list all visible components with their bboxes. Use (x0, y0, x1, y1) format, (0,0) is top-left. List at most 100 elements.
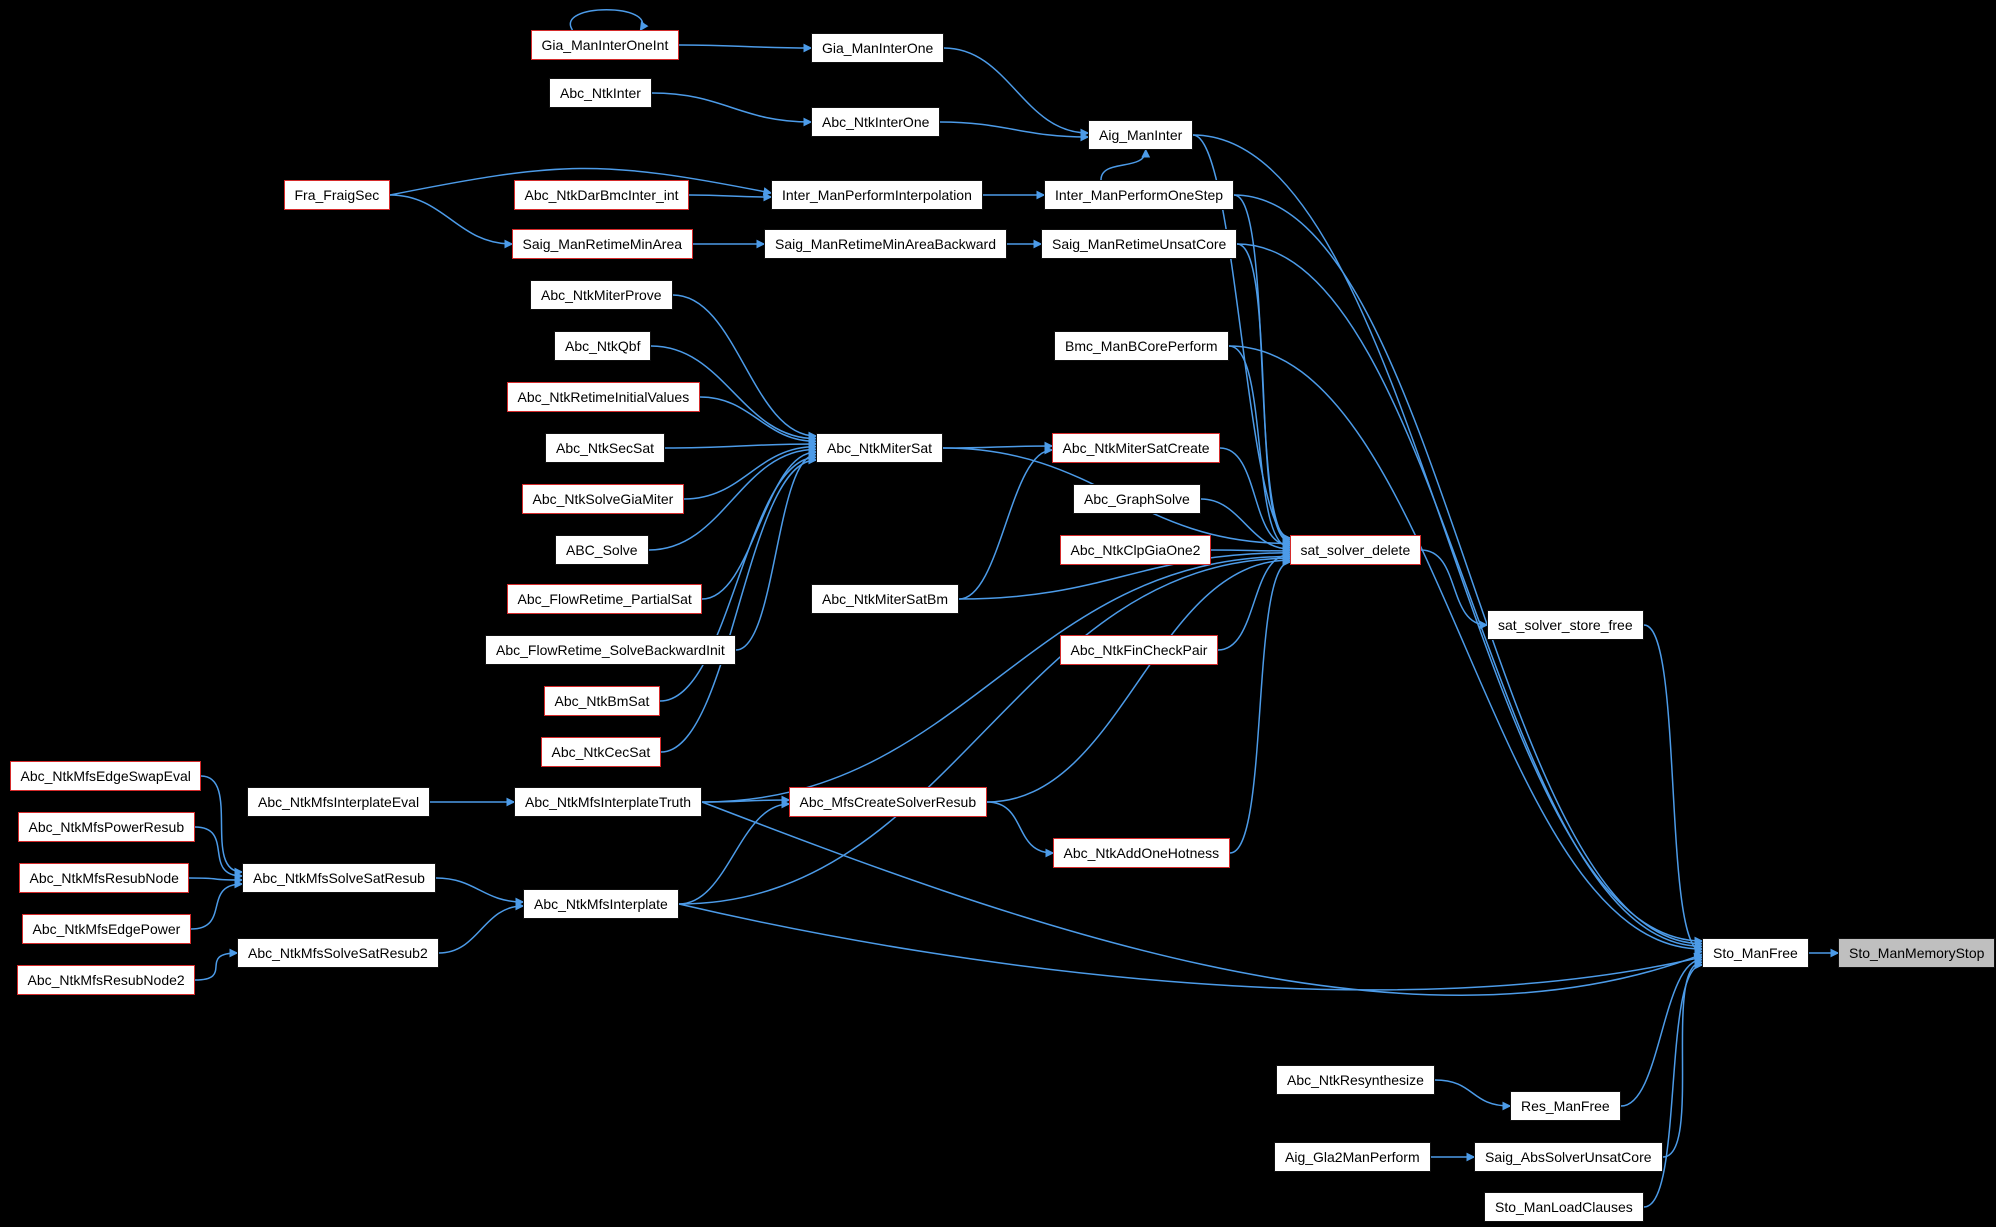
edge-Abc_FlowRetime_PartialSat-Abc_NtkMiterSat (701, 447, 818, 600)
graph-node-sat_solver_delete[interactable]: sat_solver_delete (1290, 535, 1421, 565)
graph-node-Fra_FraigSec[interactable]: Fra_FraigSec (284, 180, 390, 210)
graph-node-Res_ManFree[interactable]: Res_ManFree (1510, 1091, 1621, 1121)
edge-sat_solver_delete-sat_solver_store_free (1420, 549, 1489, 630)
edge-Abc_NtkCecSat-Abc_NtkMiterSat (660, 455, 818, 753)
graph-node-Abc_MfsCreateSolverResub[interactable]: Abc_MfsCreateSolverResub (789, 787, 987, 817)
edge-Abc_NtkInterOne-Aig_ManInter (939, 121, 1090, 142)
edge-Saig_AbsSolverUnsatCore-Sto_ManFree (1662, 957, 1704, 1158)
edge-Abc_NtkMfsSolveSatResub2-Abc_NtkMfsInterplate (438, 901, 525, 954)
graph-node-Abc_GraphSolve[interactable]: Abc_GraphSolve (1073, 484, 1201, 514)
graph-node-Abc_FlowRetime_SolveBackwardInit[interactable]: Abc_FlowRetime_SolveBackwardInit (485, 635, 736, 665)
edge-Aig_ManInter-Sto_ManFree (1192, 134, 1704, 946)
edge-Abc_NtkMfsInterplateTruth-Sto_ManFree (701, 801, 1704, 996)
graph-node-Sto_ManFree[interactable]: Sto_ManFree (1702, 938, 1809, 968)
graph-node-Abc_NtkInter[interactable]: Abc_NtkInter (549, 78, 652, 108)
edge-Abc_MfsCreateSolverResub-sat_solver_delete (986, 555, 1292, 803)
edge-Abc_NtkQbf-Abc_NtkMiterSat (650, 345, 818, 444)
edge-Inter_ManPerformOneStep-Aig_ManInter (1100, 148, 1151, 181)
graph-node-Abc_NtkDarBmcInter_int[interactable]: Abc_NtkDarBmcInter_int (514, 180, 690, 210)
edge-Abc_NtkMfsInterplate-Sto_ManFree (678, 903, 1704, 991)
edge-Abc_NtkMfsInterplate-sat_solver_delete (678, 553, 1292, 905)
graph-node-Abc_NtkMfsPowerResub[interactable]: Abc_NtkMfsPowerResub (18, 812, 195, 842)
graph-node-Abc_NtkMfsInterplateTruth[interactable]: Abc_NtkMfsInterplateTruth (514, 787, 702, 817)
graph-node-sat_solver_store_free[interactable]: sat_solver_store_free (1487, 610, 1644, 640)
graph-node-Saig_ManRetimeMinAreaBackward[interactable]: Saig_ManRetimeMinAreaBackward (764, 229, 1007, 259)
graph-node-Abc_NtkMiterSat[interactable]: Abc_NtkMiterSat (816, 433, 944, 463)
graph-node-Gia_ManInterOneInt[interactable]: Gia_ManInterOneInt (531, 30, 679, 60)
graph-node-Saig_ManRetimeUnsatCore[interactable]: Saig_ManRetimeUnsatCore (1041, 229, 1238, 259)
graph-node-Abc_NtkMfsSolveSatResub[interactable]: Abc_NtkMfsSolveSatResub (242, 863, 436, 893)
graph-node-Abc_NtkCecSat[interactable]: Abc_NtkCecSat (541, 737, 661, 767)
graph-node-Abc_NtkMfsEdgeSwapEval[interactable]: Abc_NtkMfsEdgeSwapEval (10, 761, 202, 791)
graph-node-Abc_NtkRetimeInitialValues[interactable]: Abc_NtkRetimeInitialValues (507, 382, 700, 412)
edge-Fra_FraigSec-Inter_ManPerformInterpolation (389, 167, 773, 196)
edge-sat_solver_store_free-Sto_ManFree (1643, 624, 1704, 957)
edge-Abc_NtkClpGiaOne2-sat_solver_delete (1210, 546, 1292, 556)
edge-Abc_NtkMfsEdgePower-Abc_NtkMfsSolveSatResub (190, 879, 244, 930)
edge-Abc_GraphSolve-sat_solver_delete (1200, 498, 1292, 554)
edge-Gia_ManInterOne-Aig_ManInter (943, 47, 1090, 138)
graph-node-Abc_NtkMfsResubNode[interactable]: Abc_NtkMfsResubNode (19, 863, 190, 893)
graph-node-Saig_AbsSolverUnsatCore[interactable]: Saig_AbsSolverUnsatCore (1474, 1142, 1663, 1172)
graph-node-Abc_NtkAddOneHotness[interactable]: Abc_NtkAddOneHotness (1053, 838, 1230, 868)
edge-Abc_NtkMiterSatBm-Abc_NtkMiterSatCreate (958, 445, 1054, 600)
graph-node-Saig_ManRetimeMinArea[interactable]: Saig_ManRetimeMinArea (512, 229, 693, 259)
edge-Saig_ManRetimeUnsatCore-Sto_ManFree (1236, 243, 1704, 951)
edge-Abc_NtkMfsPowerResub-Abc_NtkMfsSolveSatResub (194, 826, 244, 881)
edge-Abc_NtkRetimeInitialValues-Abc_NtkMiterSat (699, 396, 818, 446)
graph-node-Abc_NtkMfsResubNode2[interactable]: Abc_NtkMfsResubNode2 (17, 965, 196, 995)
edge-Abc_NtkMiterProve-Abc_NtkMiterSat (672, 294, 818, 441)
graph-node-ABC_Solve[interactable]: ABC_Solve (555, 535, 649, 565)
edge-Abc_NtkMfsInterplateTruth-sat_solver_delete (701, 551, 1292, 803)
graph-node-Abc_NtkMfsInterplate[interactable]: Abc_NtkMfsInterplate (523, 889, 679, 919)
edge-Abc_NtkMiterSatBm-sat_solver_delete (958, 548, 1292, 600)
graph-node-Abc_NtkQbf[interactable]: Abc_NtkQbf (554, 331, 652, 361)
graph-node-Bmc_ManBCorePerform[interactable]: Bmc_ManBCorePerform (1054, 331, 1229, 361)
graph-node-Abc_NtkFinCheckPair[interactable]: Abc_NtkFinCheckPair (1060, 635, 1218, 665)
edge-Bmc_ManBCorePerform-sat_solver_delete (1228, 345, 1292, 552)
edge-Abc_NtkResynthesize-Res_ManFree (1434, 1079, 1512, 1111)
edge-Abc_MfsCreateSolverResub-Abc_NtkAddOneHotness (986, 801, 1055, 858)
edge-Fra_FraigSec-Saig_ManRetimeMinArea (389, 194, 514, 249)
graph-node-Abc_NtkClpGiaOne2[interactable]: Abc_NtkClpGiaOne2 (1060, 535, 1211, 565)
edge-Abc_NtkBmSat-Abc_NtkMiterSat (659, 452, 818, 702)
edge-Abc_NtkAddOneHotness-sat_solver_delete (1229, 557, 1292, 854)
edge-Res_ManFree-Sto_ManFree (1620, 955, 1704, 1107)
edge-Abc_NtkMfsResubNode-Abc_NtkMfsSolveSatResub (188, 875, 244, 885)
edge-ABC_Solve-Abc_NtkMiterSat (648, 444, 818, 551)
edge-Gia_ManInterOneInt-self (569, 9, 649, 32)
edge-Abc_NtkDarBmcInter_int-Inter_ManPerformInterpolation (688, 192, 773, 202)
edge-Abc_NtkMfsResubNode2-Abc_NtkMfsSolveSatResub2 (194, 948, 239, 981)
edge-Abc_NtkMfsEdgeSwapEval-Abc_NtkMfsSolveSatResub (200, 775, 244, 877)
edge-Abc_NtkMfsInterplate-Abc_MfsCreateSolverResub (678, 799, 791, 905)
graph-node-Abc_NtkSolveGiaMiter[interactable]: Abc_NtkSolveGiaMiter (522, 484, 684, 514)
graph-node-Inter_ManPerformOneStep[interactable]: Inter_ManPerformOneStep (1044, 180, 1235, 210)
graph-node-Abc_NtkInterOne[interactable]: Abc_NtkInterOne (811, 107, 941, 137)
graph-node-Abc_NtkMfsInterplateEval[interactable]: Abc_NtkMfsInterplateEval (247, 787, 431, 817)
graph-node-Abc_NtkMfsSolveSatResub2[interactable]: Abc_NtkMfsSolveSatResub2 (237, 938, 439, 968)
graph-node-Sto_ManLoadClauses[interactable]: Sto_ManLoadClauses (1484, 1192, 1644, 1222)
edge-Saig_ManRetimeUnsatCore-sat_solver_delete (1236, 243, 1292, 547)
edge-Abc_NtkSolveGiaMiter-Abc_NtkMiterSat (683, 442, 818, 500)
edge-Abc_NtkFinCheckPair-sat_solver_delete (1217, 550, 1292, 651)
graph-node-Abc_NtkMiterProve[interactable]: Abc_NtkMiterProve (530, 280, 673, 310)
graph-node-Aig_ManInter[interactable]: Aig_ManInter (1088, 120, 1194, 150)
edge-Inter_ManPerformOneStep-Sto_ManFree (1233, 194, 1704, 949)
graph-node-Abc_NtkSecSat[interactable]: Abc_NtkSecSat (545, 433, 666, 463)
graph-node-Abc_NtkMiterSatCreate[interactable]: Abc_NtkMiterSatCreate (1052, 433, 1221, 463)
graph-node-Abc_NtkMfsEdgePower[interactable]: Abc_NtkMfsEdgePower (22, 914, 191, 944)
graph-node-Abc_NtkResynthesize[interactable]: Abc_NtkResynthesize (1276, 1065, 1435, 1095)
graph-node-Abc_NtkBmSat[interactable]: Abc_NtkBmSat (544, 686, 660, 716)
graph-node-Inter_ManPerformInterpolation[interactable]: Inter_ManPerformInterpolation (771, 180, 983, 210)
edge-Abc_NtkSecSat-Abc_NtkMiterSat (664, 439, 818, 449)
edge-Abc_NtkMfsSolveSatResub-Abc_NtkMfsInterplate (435, 877, 525, 907)
graph-node-Aig_Gla2ManPerform[interactable]: Aig_Gla2ManPerform (1274, 1142, 1431, 1172)
graph-node-Abc_NtkMiterSatBm[interactable]: Abc_NtkMiterSatBm (811, 584, 960, 614)
edge-Sto_ManLoadClauses-Sto_ManFree (1643, 960, 1704, 1208)
graph-node-Gia_ManInterOne[interactable]: Gia_ManInterOne (811, 33, 945, 63)
graph-node-Sto_ManMemoryStop: Sto_ManMemoryStop (1838, 938, 1996, 968)
edge-Gia_ManInterOneInt-Gia_ManInterOne (678, 43, 813, 53)
graph-node-Abc_FlowRetime_PartialSat[interactable]: Abc_FlowRetime_PartialSat (507, 584, 703, 614)
